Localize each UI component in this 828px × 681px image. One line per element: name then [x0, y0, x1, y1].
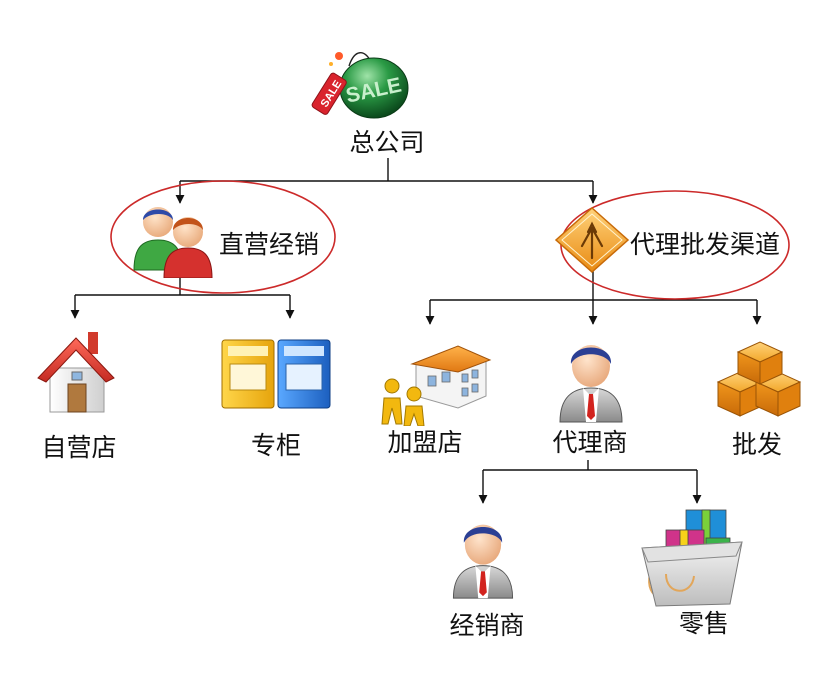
house-icon [37, 332, 115, 413]
sale-tag-icon: SALE SALE [311, 52, 409, 119]
connector-direct-sales [75, 278, 290, 296]
label-wholesale: 批发 [731, 430, 783, 459]
two-people-icon [133, 207, 213, 278]
label-direct-sales: 直营经销 [219, 230, 320, 259]
label-retail: 零售 [678, 609, 730, 638]
label-counter: 专柜 [250, 431, 302, 460]
highlight-ring-direct-sales [110, 180, 336, 294]
label-self-store: 自营店 [41, 433, 117, 462]
gift-basket-icon [641, 509, 743, 607]
label-distributor: 经销商 [449, 611, 525, 640]
orange-diamond-arrows-icon [554, 206, 630, 274]
label-agent: 代理商 [552, 428, 628, 457]
distributor-person-icon [452, 524, 514, 599]
label-franchise: 加盟店 [387, 428, 463, 457]
label-agency-channel: 代理批发渠道 [630, 230, 781, 259]
boxes-icon [716, 341, 802, 417]
label-head-office: 总公司 [349, 128, 425, 157]
connector-head-office [180, 158, 593, 182]
agent-person-icon [559, 345, 623, 423]
connector-agent [483, 460, 697, 471]
counter-cabinets-icon [221, 339, 331, 409]
franchise-shop-icon [381, 345, 492, 426]
